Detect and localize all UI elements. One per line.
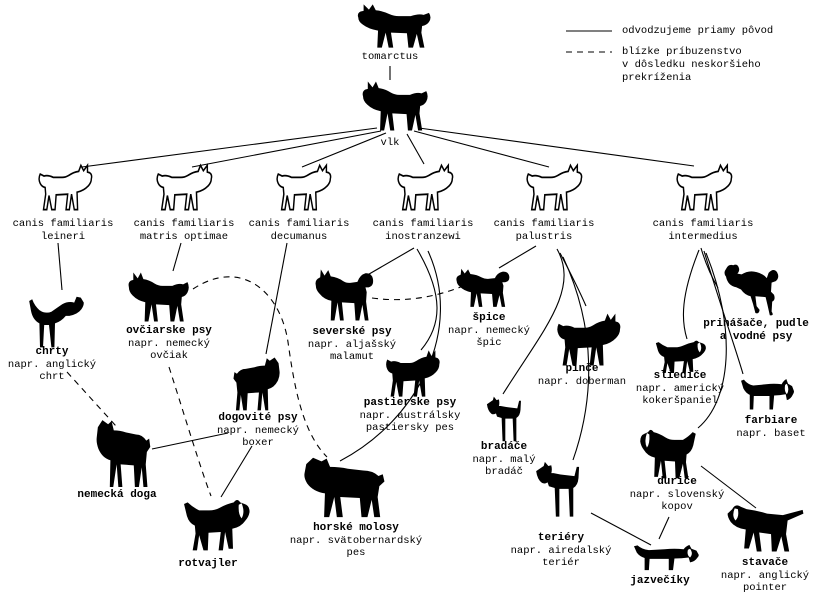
canis-intermedius-silhouette bbox=[676, 164, 733, 211]
breed-spice-label: špice napr. nemecký špic bbox=[448, 312, 530, 349]
edge-severske-spice-dashed bbox=[371, 283, 469, 301]
edge-palustris-spice bbox=[498, 245, 537, 269]
farbiare-basset-silhouette bbox=[741, 379, 794, 410]
teriery-airedale-silhouette bbox=[536, 461, 580, 517]
edge-intermedius-sliedice bbox=[682, 249, 700, 340]
edge-chrty-doga-dashed bbox=[66, 371, 117, 427]
edge-teriery-jazveciky bbox=[590, 512, 652, 546]
edge-dogovite-doga bbox=[151, 432, 229, 450]
horske-molosy-stbernard-silhouette bbox=[304, 457, 385, 518]
canis-inostranzewi-silhouette bbox=[397, 164, 454, 211]
edge-palustris-bradace bbox=[502, 248, 565, 395]
legend-solid-label: odvodzujeme priamy pôvod bbox=[622, 25, 774, 37]
jazveciky-dachshund-silhouette bbox=[633, 544, 699, 571]
edge-ovciarske-molosy-dashed bbox=[192, 276, 328, 458]
edge-leineri-chrty bbox=[57, 242, 63, 291]
breed-prinasace-label: prinášače, pudle a vodné psy bbox=[703, 318, 809, 343]
breed-rotvajler-label: rotvajler bbox=[178, 558, 238, 570]
breed-teriery-label: teriéry napr. airedalský teriér bbox=[510, 532, 612, 569]
edge-durice-jazveciky bbox=[658, 516, 670, 540]
edge-vlk-intermedius bbox=[418, 127, 695, 167]
bradace-schnauzer-silhouette bbox=[486, 396, 521, 442]
ovciarske-psy-silhouette bbox=[128, 272, 189, 322]
legend-dashed-label: blízke príbuzenstvo v dôsledku neskoršie… bbox=[622, 46, 761, 84]
canis-decumanus-silhouette bbox=[276, 164, 332, 211]
edge-durice-stavace bbox=[700, 465, 757, 509]
breed-pastierske-label: pastierske psy napr. austrálsky pastiers… bbox=[359, 397, 461, 434]
edge-intermedius-farbiare bbox=[703, 250, 744, 375]
canis-palustris-silhouette bbox=[526, 164, 583, 211]
canis-leineri-silhouette bbox=[38, 164, 93, 211]
edge-intermedius-durice bbox=[697, 252, 727, 429]
edge-palustris-teriery bbox=[562, 256, 590, 461]
chrty-greyhound-silhouette bbox=[29, 296, 84, 348]
rotvajler-silhouette bbox=[184, 500, 250, 551]
breed-chrty-label: chrty napr. anglický chrt bbox=[7, 346, 97, 383]
breed-pince-label: pinče napr. doberman bbox=[537, 363, 627, 388]
breed-bradace-label: bradáče napr. malý bradáč bbox=[472, 441, 536, 478]
severske-psy-malamute-silhouette bbox=[315, 269, 374, 321]
edge-inostranzewi-severske bbox=[363, 247, 415, 278]
sliedice-cocker-silhouette bbox=[655, 340, 706, 373]
edge-vlk-leineri bbox=[81, 127, 378, 168]
breed-stavace-label: stavače napr. anglický pointer bbox=[720, 557, 810, 594]
breed-ovciarske-label: ovčiarske psy napr. nemecký ovčiak bbox=[126, 325, 212, 362]
spice-spitz-silhouette bbox=[456, 268, 510, 307]
tomarctus-silhouette bbox=[357, 4, 431, 48]
breed-durice-label: duriče napr. slovenský kopov bbox=[629, 476, 725, 513]
edge-vlk-matris-optimae bbox=[191, 130, 382, 168]
breed-sliedice-label: sliediče napr. americký kokeršpaniel bbox=[635, 370, 725, 407]
edge-palustris-pince bbox=[559, 252, 587, 307]
edge-decumanus-dogovite bbox=[265, 242, 288, 355]
tomarctus-label: tomarctus bbox=[361, 51, 419, 63]
breed-molosy-label: horské molosy napr. svätobernardský pes bbox=[289, 522, 423, 559]
canis-matris-optimae-silhouette bbox=[156, 164, 213, 211]
breed-doga-label: nemecká doga bbox=[77, 489, 157, 501]
breed-dogovite-label: dogovité psy napr. nemecký boxer bbox=[217, 412, 299, 449]
edge-dogovite-rotvajler bbox=[220, 445, 253, 498]
stavace-pointer-silhouette bbox=[727, 505, 804, 552]
nemecka-doga-silhouette bbox=[96, 420, 151, 487]
edge-intermedius-prinasace bbox=[700, 247, 719, 289]
vlk-label: vlk bbox=[380, 137, 400, 149]
breed-severske-label: severské psy napr. aljašský malamut bbox=[307, 326, 397, 363]
edge-vlk-palustris bbox=[413, 130, 550, 168]
edge-vlk-decumanus bbox=[301, 132, 387, 168]
breed-farbiare-label: farbiare napr. baset bbox=[736, 415, 806, 440]
edge-matris-ovciarske bbox=[172, 242, 182, 272]
edge-vlk-inostranzewi bbox=[406, 133, 425, 165]
dogovite-boxer-silhouette bbox=[233, 357, 280, 411]
vlk-silhouette bbox=[362, 81, 428, 131]
edge-inostranzewi-pastierske bbox=[416, 248, 438, 351]
breed-jazveciky-label: jazvečíky bbox=[630, 575, 690, 587]
durice-kopov-silhouette bbox=[640, 429, 696, 479]
prinasace-poodle-silhouette bbox=[724, 264, 779, 316]
edge-ovciarske-rotvajler-dashed bbox=[168, 366, 212, 497]
